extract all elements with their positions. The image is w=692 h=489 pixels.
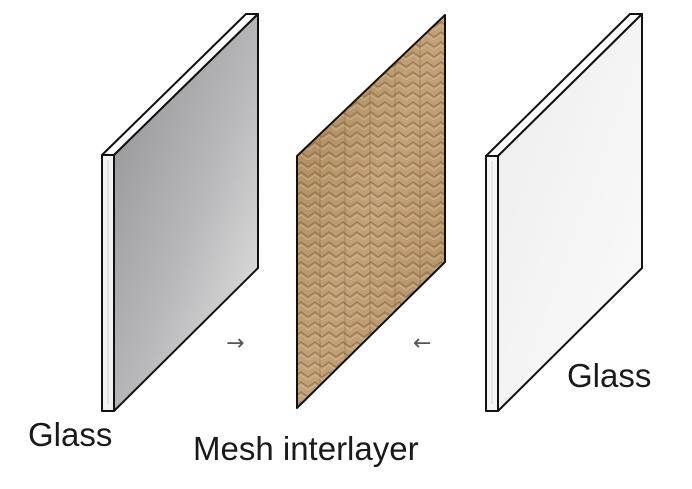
arrow-left-icon: ← [413,331,432,356]
glass-pane-right [485,13,643,412]
label-mesh-interlayer: Mesh interlayer [193,430,419,467]
label-glass-left: Glass [28,416,113,453]
arrow-right-icon: → [226,331,245,356]
mesh-interlayer [296,14,446,409]
label-glass-right: Glass [567,357,652,394]
glass-pane-left [101,13,259,412]
